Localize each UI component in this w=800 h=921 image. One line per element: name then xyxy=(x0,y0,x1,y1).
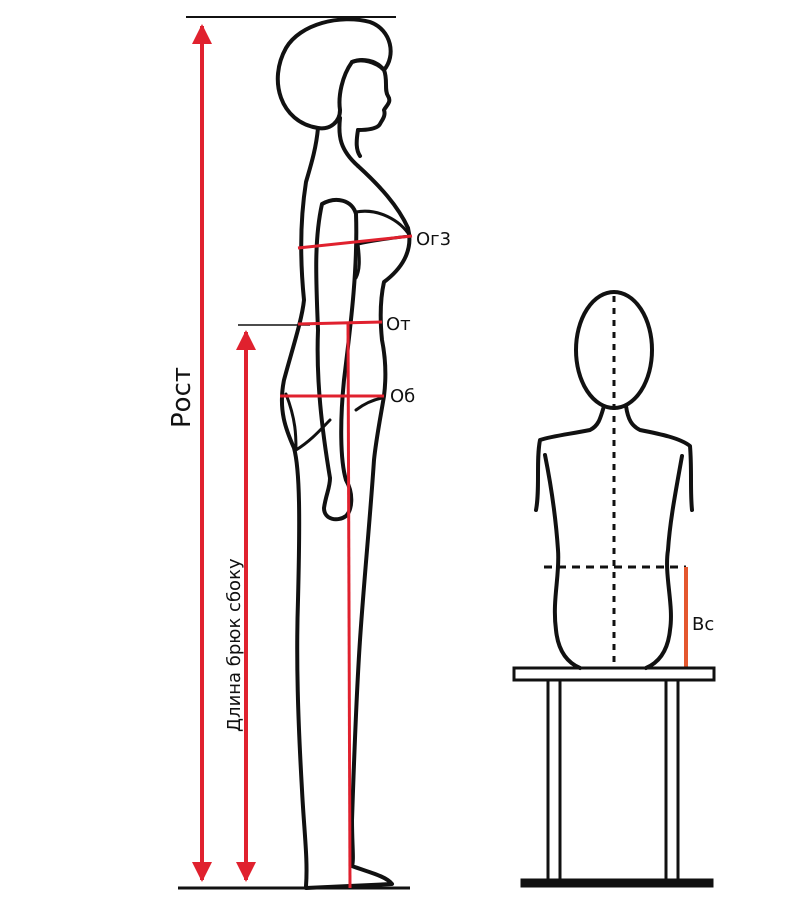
hips-label: Об xyxy=(390,386,415,407)
waist-label: От xyxy=(386,314,411,335)
side-seam-line xyxy=(346,321,352,889)
waist-measure-line xyxy=(297,320,383,326)
figure-arm xyxy=(314,197,359,522)
standing-figure xyxy=(275,17,412,890)
chest-label: Ог3 xyxy=(416,229,451,250)
seated-torso xyxy=(534,404,694,670)
chest-measure-line xyxy=(297,234,413,250)
seat-height-label: Вс xyxy=(692,614,714,635)
figure-front xyxy=(304,164,412,890)
figure-bra xyxy=(354,209,412,280)
stool-leg-left xyxy=(546,678,562,882)
height-label: Рост xyxy=(167,367,197,428)
stool xyxy=(512,666,716,888)
figure-neck xyxy=(337,116,362,168)
figure-hair xyxy=(275,17,393,131)
stool-base xyxy=(520,878,714,888)
figure-panties xyxy=(284,392,384,452)
figure-back xyxy=(279,126,320,888)
trouser-length-label: Длина брюк сбоку xyxy=(224,558,245,732)
figure-face xyxy=(350,58,392,132)
stool-top xyxy=(512,666,716,682)
stool-leg-right xyxy=(664,678,680,882)
